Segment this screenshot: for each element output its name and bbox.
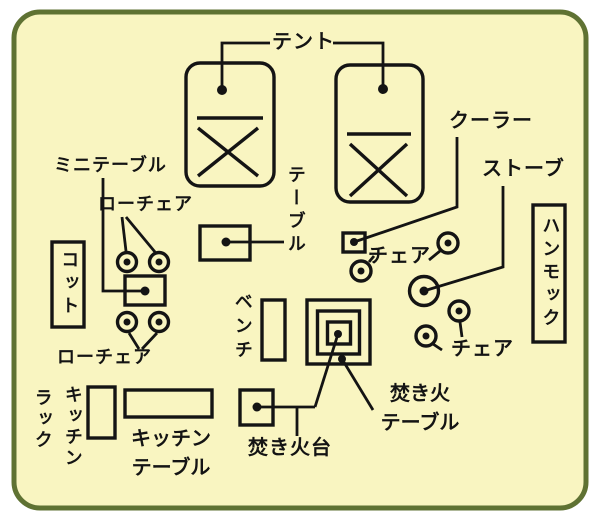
chair-icon xyxy=(414,324,438,348)
stove-label: ストーブ xyxy=(482,156,565,180)
cooler-label: クーラー xyxy=(449,108,533,132)
stove-leader-line xyxy=(426,186,505,292)
mini-table-icon xyxy=(123,274,167,307)
low-chair-icon xyxy=(115,310,139,334)
cot-label: コット xyxy=(58,250,80,319)
chair-icon xyxy=(436,231,460,255)
tent-icon-right xyxy=(334,63,425,204)
fire-table-label: 焚き火 テーブル xyxy=(368,379,472,437)
fire-table-leader-line xyxy=(340,358,375,411)
chair-leader-line xyxy=(432,342,443,352)
kitchen-rack-label-col1: キッチン xyxy=(61,385,83,469)
table-icon xyxy=(198,224,252,262)
cooler-leader-line xyxy=(356,137,459,243)
tent-icon-left xyxy=(184,61,276,188)
site-boundary xyxy=(11,9,589,511)
low-chair-leader-line xyxy=(124,216,157,253)
chair-leader-line xyxy=(367,255,376,263)
chair-leader-line xyxy=(458,321,464,338)
bench-icon xyxy=(260,298,287,362)
low-chair-leader-line xyxy=(120,216,128,252)
bench-label: ベンチ xyxy=(231,292,253,364)
low-chair-leader-line xyxy=(140,332,159,350)
fire-table-label-line2: テーブル xyxy=(380,410,460,434)
low-chair-leader-line xyxy=(127,332,141,350)
hammock-icon xyxy=(531,203,567,344)
chair-upper-label: チェア xyxy=(368,243,431,267)
low-chair-upper-label: ローチェア xyxy=(98,194,193,215)
fire-pit-icon xyxy=(238,388,275,427)
stove-icon xyxy=(407,274,441,308)
fire-table-icon xyxy=(305,298,372,366)
chair-lower-label: チェア xyxy=(451,336,514,360)
fire-table-label-line1: 焚き火 xyxy=(390,381,450,405)
low-chair-icon xyxy=(147,250,171,274)
mini-table-label: ミニテーブル xyxy=(54,155,167,176)
kitchen-table-label-line2: テーブル xyxy=(131,455,211,479)
fire-pit-label: 焚き火台 xyxy=(248,435,332,459)
kitchen-table-label: キッチン テーブル xyxy=(125,424,217,482)
low-chair-icon xyxy=(115,250,139,274)
chair-leader-line xyxy=(428,249,441,262)
tent-label: テント xyxy=(272,29,335,53)
table-label: テーブル xyxy=(284,165,306,257)
cooler-icon xyxy=(341,231,367,254)
kitchen-table-label-line1: キッチン xyxy=(131,426,211,450)
kitchen-rack-icon xyxy=(86,385,117,440)
chair-icon xyxy=(349,259,373,283)
kitchen-table-icon xyxy=(123,388,214,419)
cot-icon xyxy=(50,240,86,329)
fire-table-leader-line xyxy=(313,333,340,408)
kitchen-rack-label-col2: ラック xyxy=(31,388,53,451)
mini-table-leader-line xyxy=(101,178,145,293)
hammock-label: ハンモック xyxy=(539,216,561,331)
low-chair-icon xyxy=(147,310,171,334)
tent-left-leader-line xyxy=(220,41,270,90)
tent-right-leader-line xyxy=(333,41,385,89)
chair-icon xyxy=(447,299,471,323)
low-chair-lower-label: ローチェア xyxy=(57,347,152,368)
